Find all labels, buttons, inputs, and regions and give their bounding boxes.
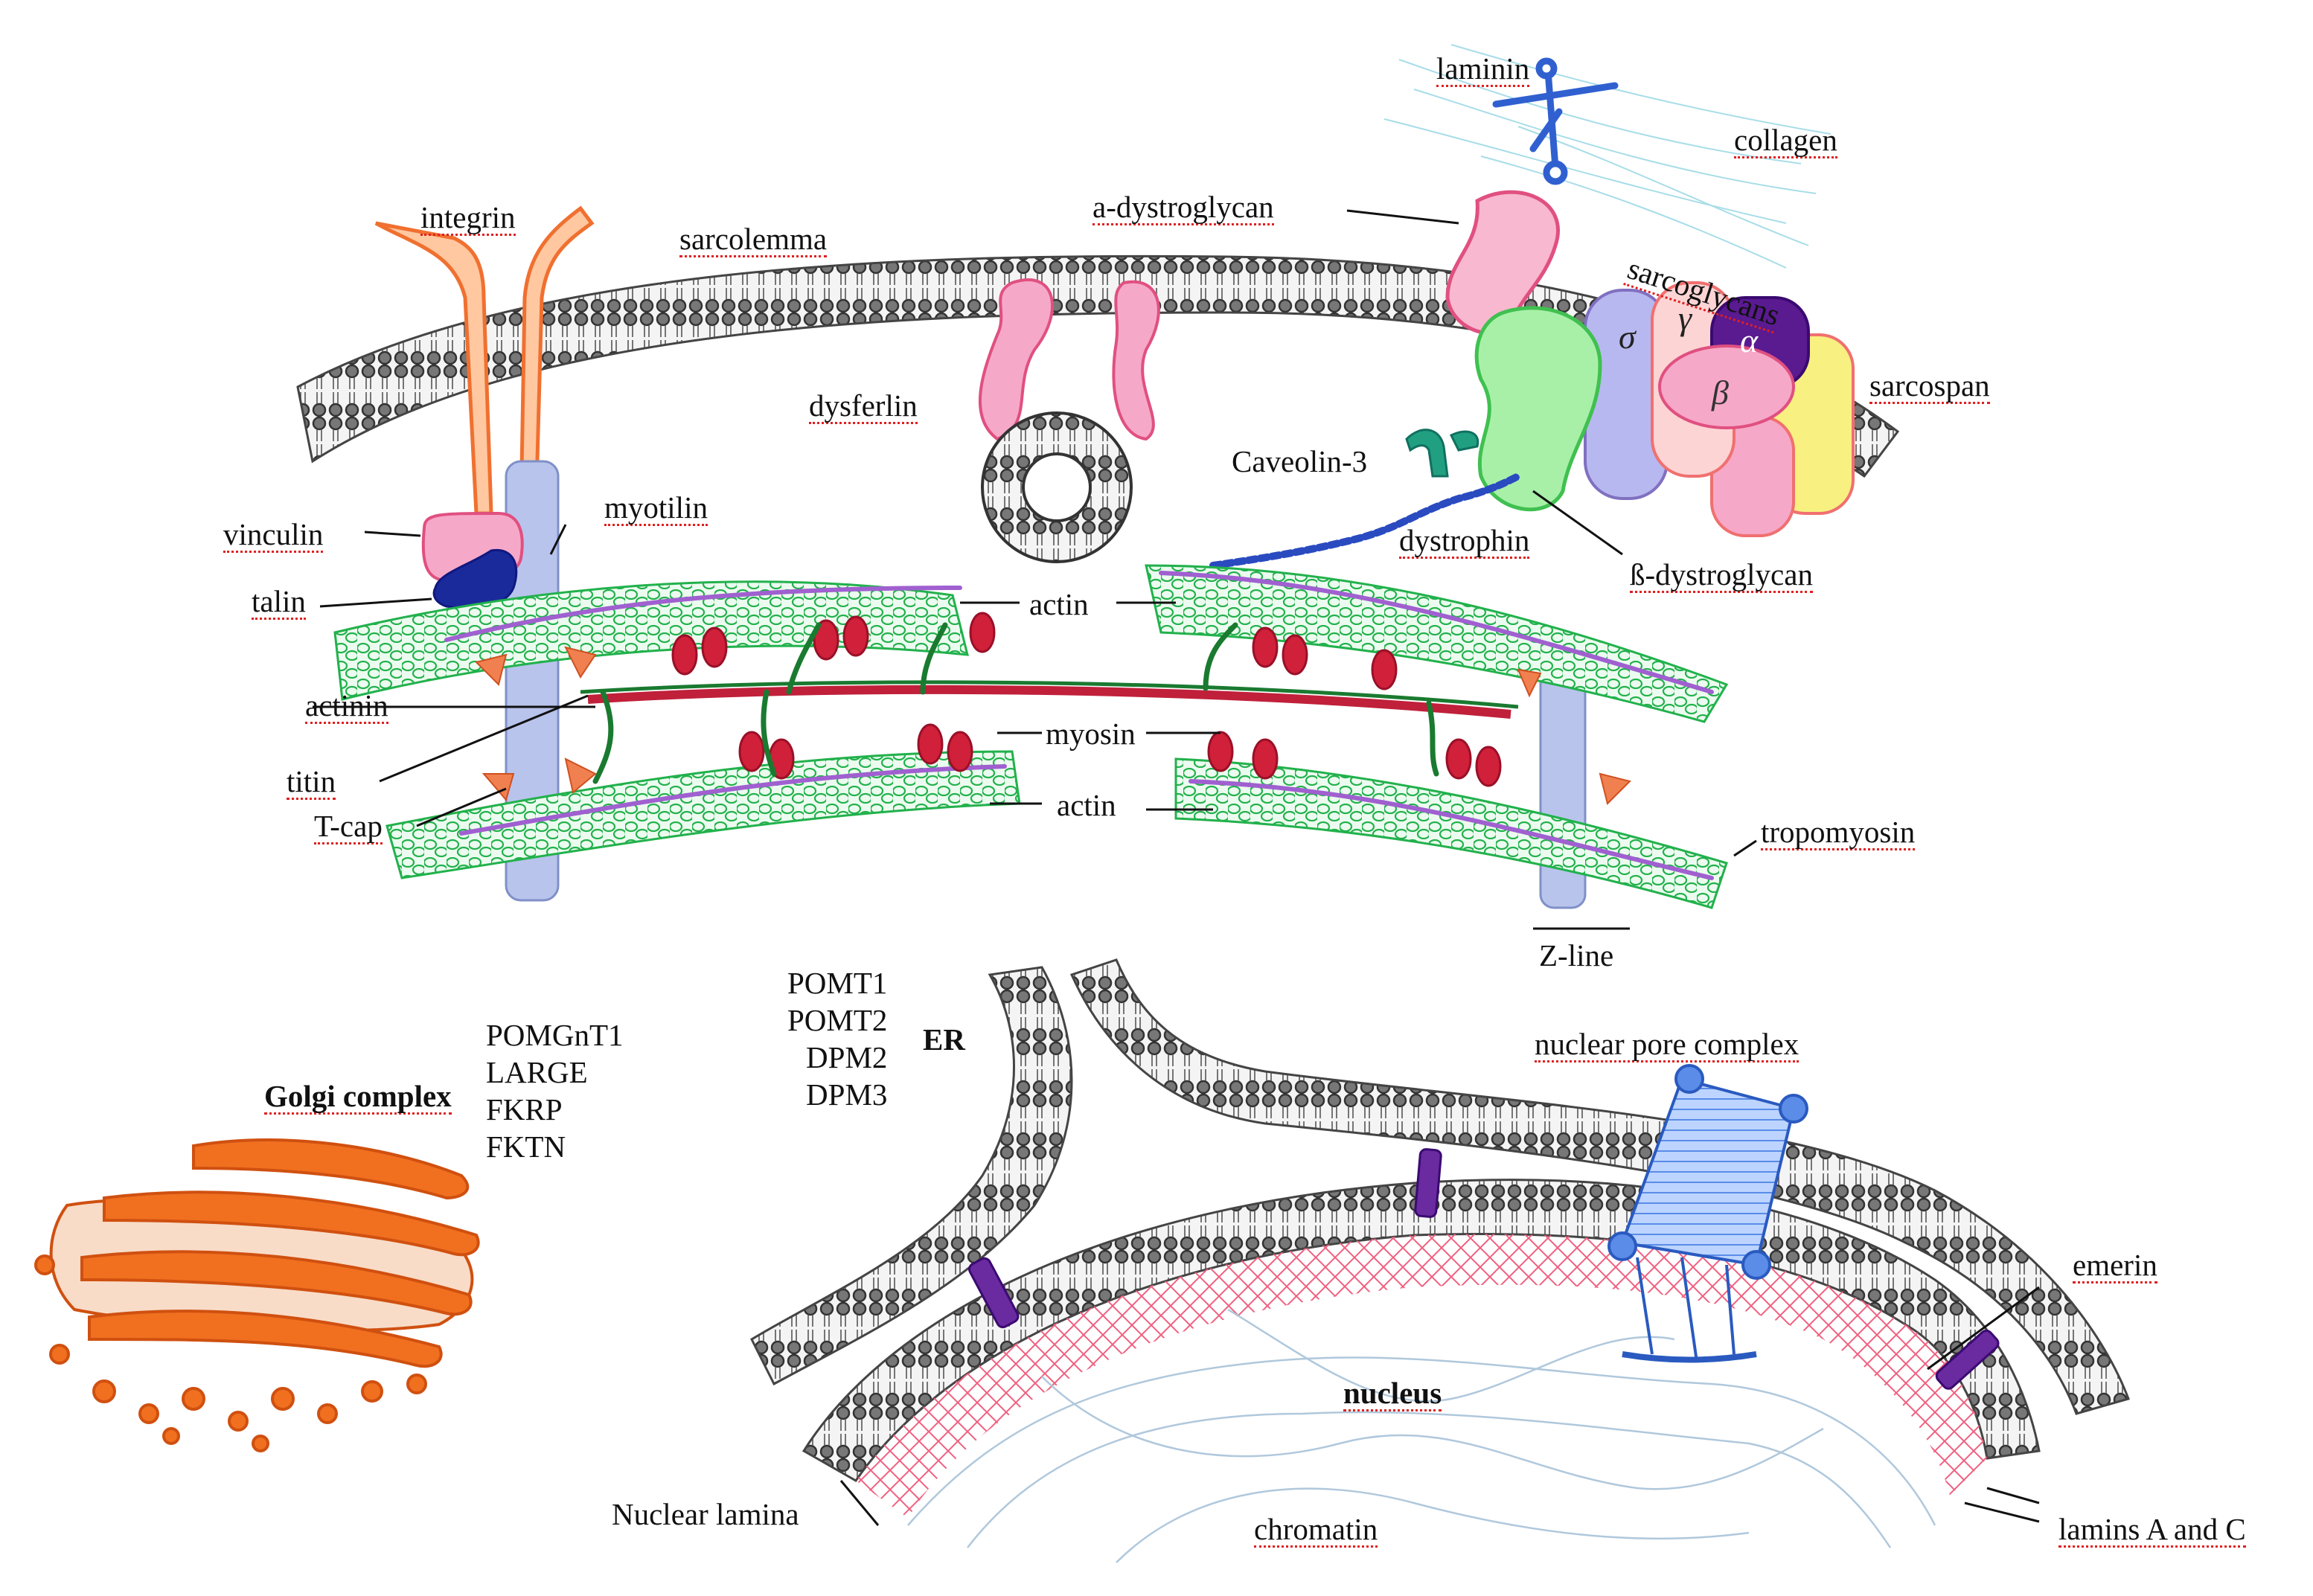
label-laminin: laminin [1436,51,1530,87]
dystrophin-chain [1209,472,1522,569]
label-actinin: actinin [305,688,388,724]
label-tropomyosin: tropomyosin [1761,815,1916,850]
label-golgi-enzymes: POMGnT1 LARGE FKRP FKTN [486,1018,624,1164]
label-a-dystroglycan: a-dystroglycan [1092,190,1274,225]
dysferlin-shape [979,278,1160,441]
label-nuclear-lamina: Nuclear lamina [612,1497,799,1531]
z-line-left-bar [505,460,560,902]
label-collagen: collagen [1734,123,1837,158]
label-nucleus: nucleus [1343,1376,1442,1411]
nuclear-pore-complex-shape [1607,1064,1808,1363]
label-caveolin-3: Caveolin-3 [1232,444,1368,478]
label-chromatin: chromatin [1254,1512,1378,1548]
emerin-markers [968,1148,2000,1390]
sigma-symbol: σ [1619,318,1636,356]
chromatin-fibres [907,1308,1936,1563]
thick-filament [587,685,1511,719]
label-dysferlin: dysferlin [809,388,918,424]
talin-shape [432,548,518,609]
label-sarcolemma: sarcolemma [679,222,828,257]
label-lamins-a-and-c: lamins A and C [2058,1512,2246,1548]
actin-filaments [333,564,1729,909]
sarcoglycan-complex [1584,281,1855,537]
gamma-symbol: γ [1678,299,1692,337]
label-b-dystroglycan: ß-dystroglycan [1630,557,1813,593]
outer-nuclear-membrane [1069,958,2130,1415]
label-integrin: integrin [420,200,516,236]
beta-symbol: β [1712,374,1729,411]
label-myotilin: myotilin [604,490,708,526]
label-dystrophin: dystrophin [1399,523,1530,559]
label-er: ER [923,1022,965,1057]
vesicle-shape [981,411,1133,563]
actinin-tcap-triangles [475,646,1631,805]
label-t-cap: T-cap [314,809,383,845]
alpha-symbol: α [1740,321,1759,359]
titin-branches [592,622,1439,784]
titin-strand [580,680,1519,709]
laminin-shape [1492,57,1619,185]
label-titin: titin [287,764,336,800]
label-emerin: emerin [2073,1248,2157,1283]
er-membrane-left [750,966,1073,1386]
label-er-enzymes: POMT1 POMT2 DPM2 DPM3 [787,966,888,1112]
label-golgi-complex: Golgi complex [264,1079,452,1115]
golgi-complex-shape [34,1138,480,1452]
b-dystroglycan-shape [1474,306,1602,512]
label-vinculin: vinculin [223,517,324,553]
label-myosin: myosin [1046,717,1136,751]
caveolin-3-shape [1405,429,1479,478]
collagen-fibres [1383,44,1831,269]
myosin-heads [671,612,1502,787]
nuclear-lamina-mesh [856,1234,1987,1518]
label-actin-bottom: actin [1057,788,1116,822]
label-nuclear-pore-complex: nuclear pore complex [1535,1027,1799,1063]
label-sarcospan: sarcospan [1869,368,1990,404]
label-talin: talin [252,584,306,620]
label-z-line: Z-line [1539,938,1614,972]
tropomyosin-strands [444,571,1714,880]
label-actin-top: actin [1029,587,1089,621]
leader-lines [313,209,2040,1526]
